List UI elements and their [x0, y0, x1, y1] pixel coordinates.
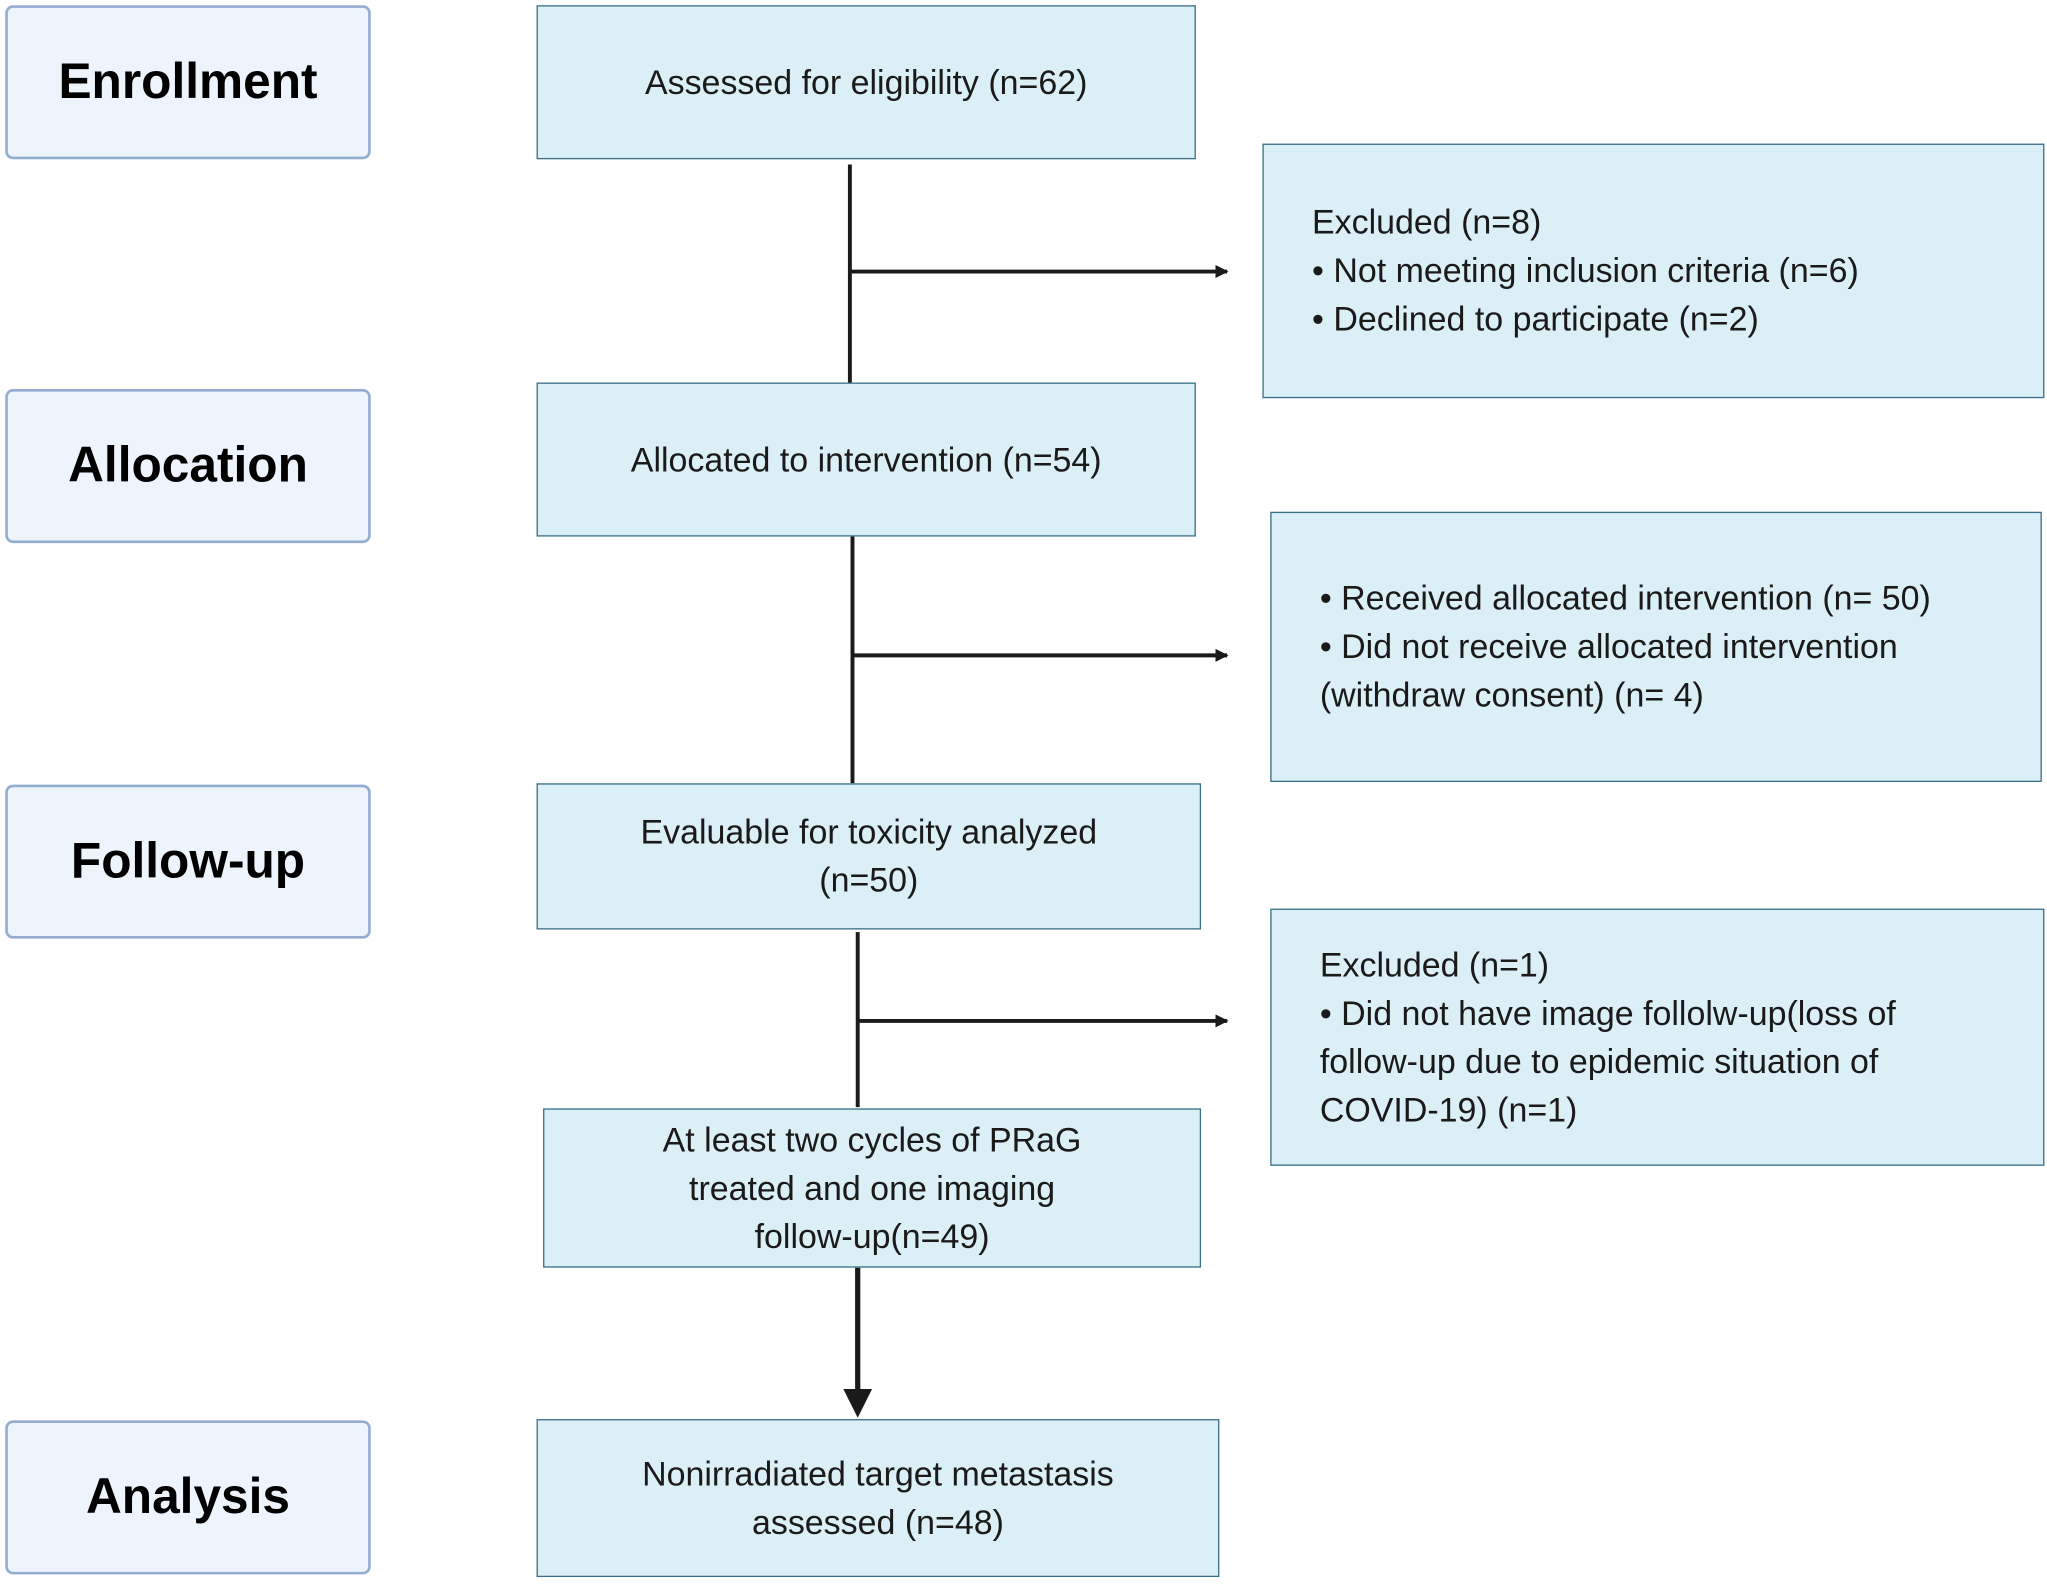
box-text-line: follow-up due to epidemic situation of: [1319, 1041, 1879, 1081]
phase-allocation: Allocation: [5, 389, 371, 544]
box-text-line: COVID-19) (n=1): [1319, 1089, 1578, 1129]
box-text-line: treated and one imaging: [689, 1167, 1056, 1207]
box-text-line: • Did not receive allocated intervention: [1319, 626, 1898, 666]
box-text-line: Excluded (n=8): [1312, 202, 1542, 242]
box-excluded-followup: Excluded (n=1) • Did not have image foll…: [1270, 908, 2045, 1166]
box-text-line: Nonirradiated target metastasis: [642, 1453, 1114, 1493]
box-text-line: (withdraw consent) (n= 4): [1319, 674, 1704, 715]
box-text-line: Assessed for eligibility (n=62): [644, 62, 1088, 102]
box-text-line: follow-up(n=49): [754, 1216, 990, 1256]
box-nonirradiated-assessed: Nonirradiated target metastasis assessed…: [536, 1419, 1220, 1578]
box-evaluable-toxicity: Evaluable for toxicity analyzed (n=50): [536, 783, 1202, 930]
box-text-line: (n=50): [819, 860, 919, 900]
arrowhead-analysis: [843, 1389, 873, 1418]
box-received-intervention: • Received allocated intervention (n= 50…: [1270, 511, 2042, 782]
box-text-line: • Not meeting inclusion criteria (n=6): [1312, 250, 1859, 290]
box-text-line: Excluded (n=1): [1319, 944, 1550, 984]
box-text-line: • Declined to participate (n=2): [1312, 298, 1759, 339]
box-two-cycles-prag: At least two cycles of PRaG treated and …: [543, 1108, 1202, 1268]
box-text-line: assessed (n=48): [751, 1501, 1004, 1542]
phase-analysis: Analysis: [5, 1420, 371, 1575]
box-text-line: • Did not have image follolw-up(loss of: [1319, 992, 1896, 1032]
box-text-line: At least two cycles of PRaG: [662, 1119, 1082, 1159]
box-assessed-eligibility: Assessed for eligibility (n=62): [536, 5, 1196, 160]
box-excluded-enrollment: Excluded (n=8) • Not meeting inclusion c…: [1262, 143, 2045, 399]
phase-enrollment: Enrollment: [5, 5, 371, 160]
box-text-line: Allocated to intervention (n=54): [630, 439, 1102, 479]
box-allocated-intervention: Allocated to intervention (n=54): [536, 382, 1196, 537]
box-text-line: • Received allocated intervention (n= 50…: [1319, 578, 1931, 618]
phase-followup: Follow-up: [5, 784, 371, 939]
box-text-line: Evaluable for toxicity analyzed: [640, 812, 1098, 852]
